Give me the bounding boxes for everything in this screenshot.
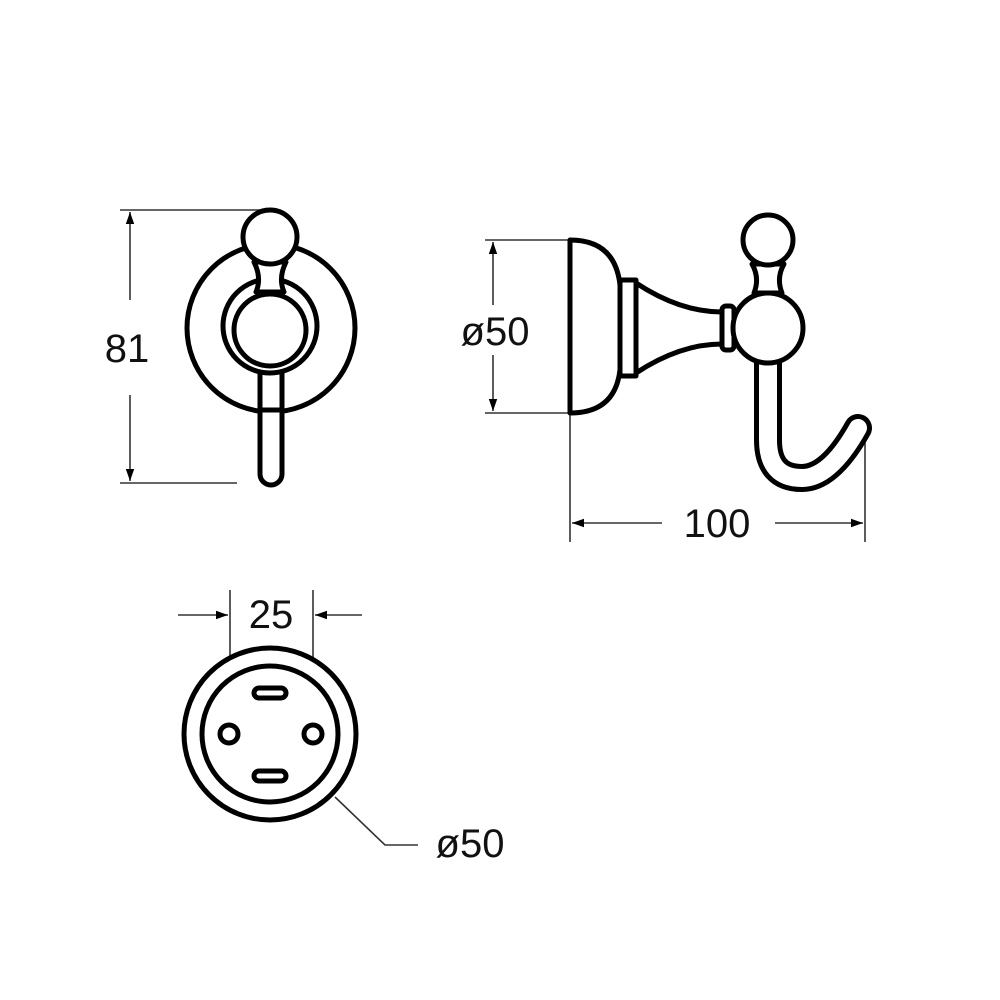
mounting-hole	[217, 722, 241, 746]
mounting-slot	[251, 685, 289, 701]
hook-ball	[231, 291, 309, 369]
diameter-label: ø50	[461, 310, 530, 354]
height-label: 81	[105, 327, 150, 371]
finial-ball	[740, 212, 796, 268]
mounting-slot	[251, 768, 289, 784]
depth-label: 100	[684, 502, 751, 546]
leader-line	[334, 796, 418, 846]
backplate-profile	[567, 237, 623, 416]
rear-view: 25 ø50	[178, 590, 504, 866]
backplate-inner	[199, 663, 341, 805]
mounting-hole	[301, 722, 325, 746]
front-view: 81	[105, 207, 358, 488]
hook-fill	[759, 351, 867, 488]
finial-neck	[251, 259, 289, 295]
base-rings	[617, 277, 639, 379]
arm-flare	[633, 280, 725, 376]
finial-neck	[749, 261, 787, 296]
diameter-label: ø50	[436, 822, 505, 866]
hook-ball	[730, 290, 806, 366]
hole-spacing-label: 25	[249, 593, 294, 637]
side-view: ø50 100	[461, 212, 872, 546]
finial-ball	[240, 207, 300, 267]
